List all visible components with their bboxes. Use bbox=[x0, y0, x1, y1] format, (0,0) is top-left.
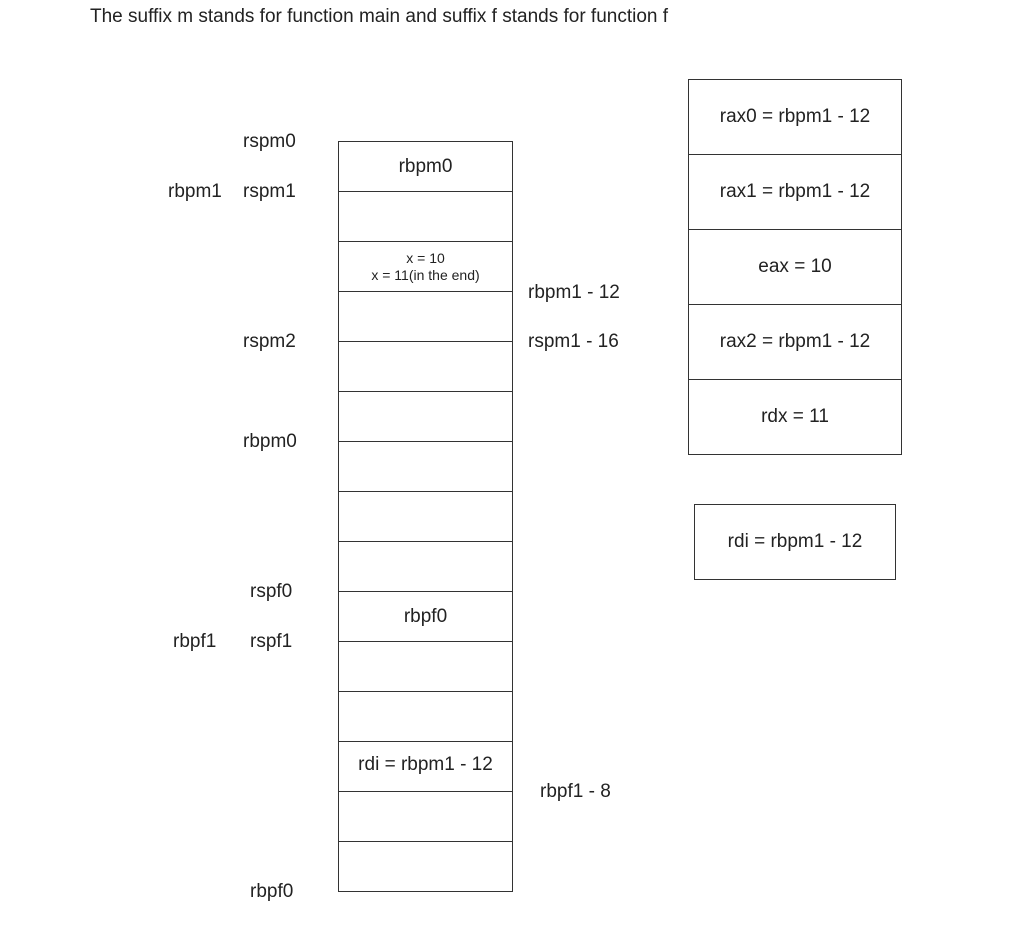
stack-cell bbox=[339, 792, 512, 842]
stack-cell-x-text: x = 10 x = 11(in the end) bbox=[339, 250, 512, 284]
stack-frame: rbpm0 x = 10 x = 11(in the end) rbpf0 rd… bbox=[338, 141, 513, 892]
stack-cell bbox=[339, 692, 512, 742]
label-rbpm0: rbpm0 bbox=[243, 431, 297, 452]
label-rbpm1-minus-12: rbpm1 - 12 bbox=[528, 282, 620, 303]
stack-cell bbox=[339, 492, 512, 542]
stack-cell: rdi = rbpm1 - 12 bbox=[339, 742, 512, 792]
stack-cell bbox=[339, 842, 512, 892]
register-rdi-box: rdi = rbpm1 - 12 bbox=[694, 504, 896, 580]
stack-cell bbox=[339, 342, 512, 392]
stack-cell-text: rbpf0 bbox=[403, 606, 448, 627]
x-initial-value: x = 10 bbox=[406, 250, 445, 266]
stack-cell bbox=[339, 542, 512, 592]
stack-cell bbox=[339, 392, 512, 442]
label-rbpf1-minus-8: rbpf1 - 8 bbox=[540, 781, 611, 802]
stack-cell bbox=[339, 442, 512, 492]
stack-cell bbox=[339, 192, 512, 242]
label-rspm1-minus-16: rspm1 - 16 bbox=[528, 331, 619, 352]
stack-cell bbox=[339, 642, 512, 692]
label-rspf1: rspf1 bbox=[250, 631, 293, 652]
diagram-note: The suffix m stands for function main an… bbox=[90, 6, 669, 27]
x-final-value: x = 11(in the end) bbox=[371, 267, 480, 283]
stack-cell-text: rdi = rbpm1 - 12 bbox=[358, 754, 493, 775]
label-rbpm1: rbpm1 bbox=[168, 181, 222, 202]
register-eax: eax = 10 bbox=[689, 230, 901, 305]
label-rbpf0: rbpf0 bbox=[250, 881, 294, 902]
label-rbpf1: rbpf1 bbox=[173, 631, 217, 652]
label-rspf0: rspf0 bbox=[250, 581, 293, 602]
stack-cell: rbpf0 bbox=[339, 592, 512, 642]
stack-cell-text: rbpm0 bbox=[398, 156, 453, 177]
stack-cell bbox=[339, 292, 512, 342]
register-rax2: rax2 = rbpm1 - 12 bbox=[689, 305, 901, 380]
label-rspm2: rspm2 bbox=[243, 331, 296, 352]
register-rdx: rdx = 11 bbox=[689, 380, 901, 455]
register-rax1: rax1 = rbpm1 - 12 bbox=[689, 155, 901, 230]
register-rax0: rax0 = rbpm1 - 12 bbox=[689, 80, 901, 155]
stack-cell-x: x = 10 x = 11(in the end) bbox=[339, 242, 512, 292]
register-table: rax0 = rbpm1 - 12 rax1 = rbpm1 - 12 eax … bbox=[688, 79, 902, 455]
stack-cell: rbpm0 bbox=[339, 142, 512, 192]
label-rspm0: rspm0 bbox=[243, 131, 296, 152]
label-rspm1: rspm1 bbox=[243, 181, 296, 202]
